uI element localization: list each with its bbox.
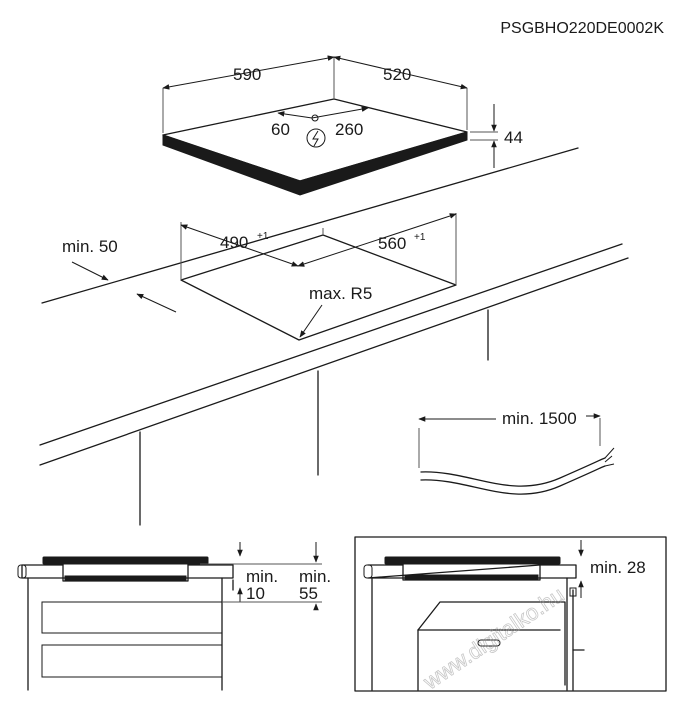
hob-drawing xyxy=(162,55,498,196)
connector-right-label: 260 xyxy=(335,120,363,139)
side1-right-value: 55 xyxy=(299,584,318,603)
side1-left-value: 10 xyxy=(246,584,265,603)
cable-drawing xyxy=(418,413,615,495)
model-code: PSGBHO220DE0002K xyxy=(500,20,664,37)
hob-height-label: 44 xyxy=(504,128,523,147)
cutout-width-tol: +1 xyxy=(414,232,426,243)
connector-left-label: 60 xyxy=(271,120,290,139)
min-edge-label: min. 50 xyxy=(62,237,118,256)
side2-min-label: min. 28 xyxy=(590,558,646,577)
cutout-depth-tol: +1 xyxy=(257,231,269,242)
cutout-depth-label: 490 xyxy=(220,233,248,252)
power-symbol-icon xyxy=(306,128,326,148)
radius-label: max. R5 xyxy=(309,284,372,303)
hob-width-label: 590 xyxy=(233,65,261,84)
hob-depth-label: 520 xyxy=(383,65,411,84)
side-view-2 xyxy=(354,536,667,692)
cutout-width-label: 560 xyxy=(378,234,406,253)
cable-length-label: min. 1500 xyxy=(502,409,577,428)
worktop-drawing xyxy=(39,147,629,526)
side1-right-min: min. xyxy=(299,567,331,586)
side-view-1 xyxy=(17,542,322,691)
side1-left-min: min. xyxy=(246,567,278,586)
watermark: www.digitalko.hu xyxy=(418,582,569,695)
